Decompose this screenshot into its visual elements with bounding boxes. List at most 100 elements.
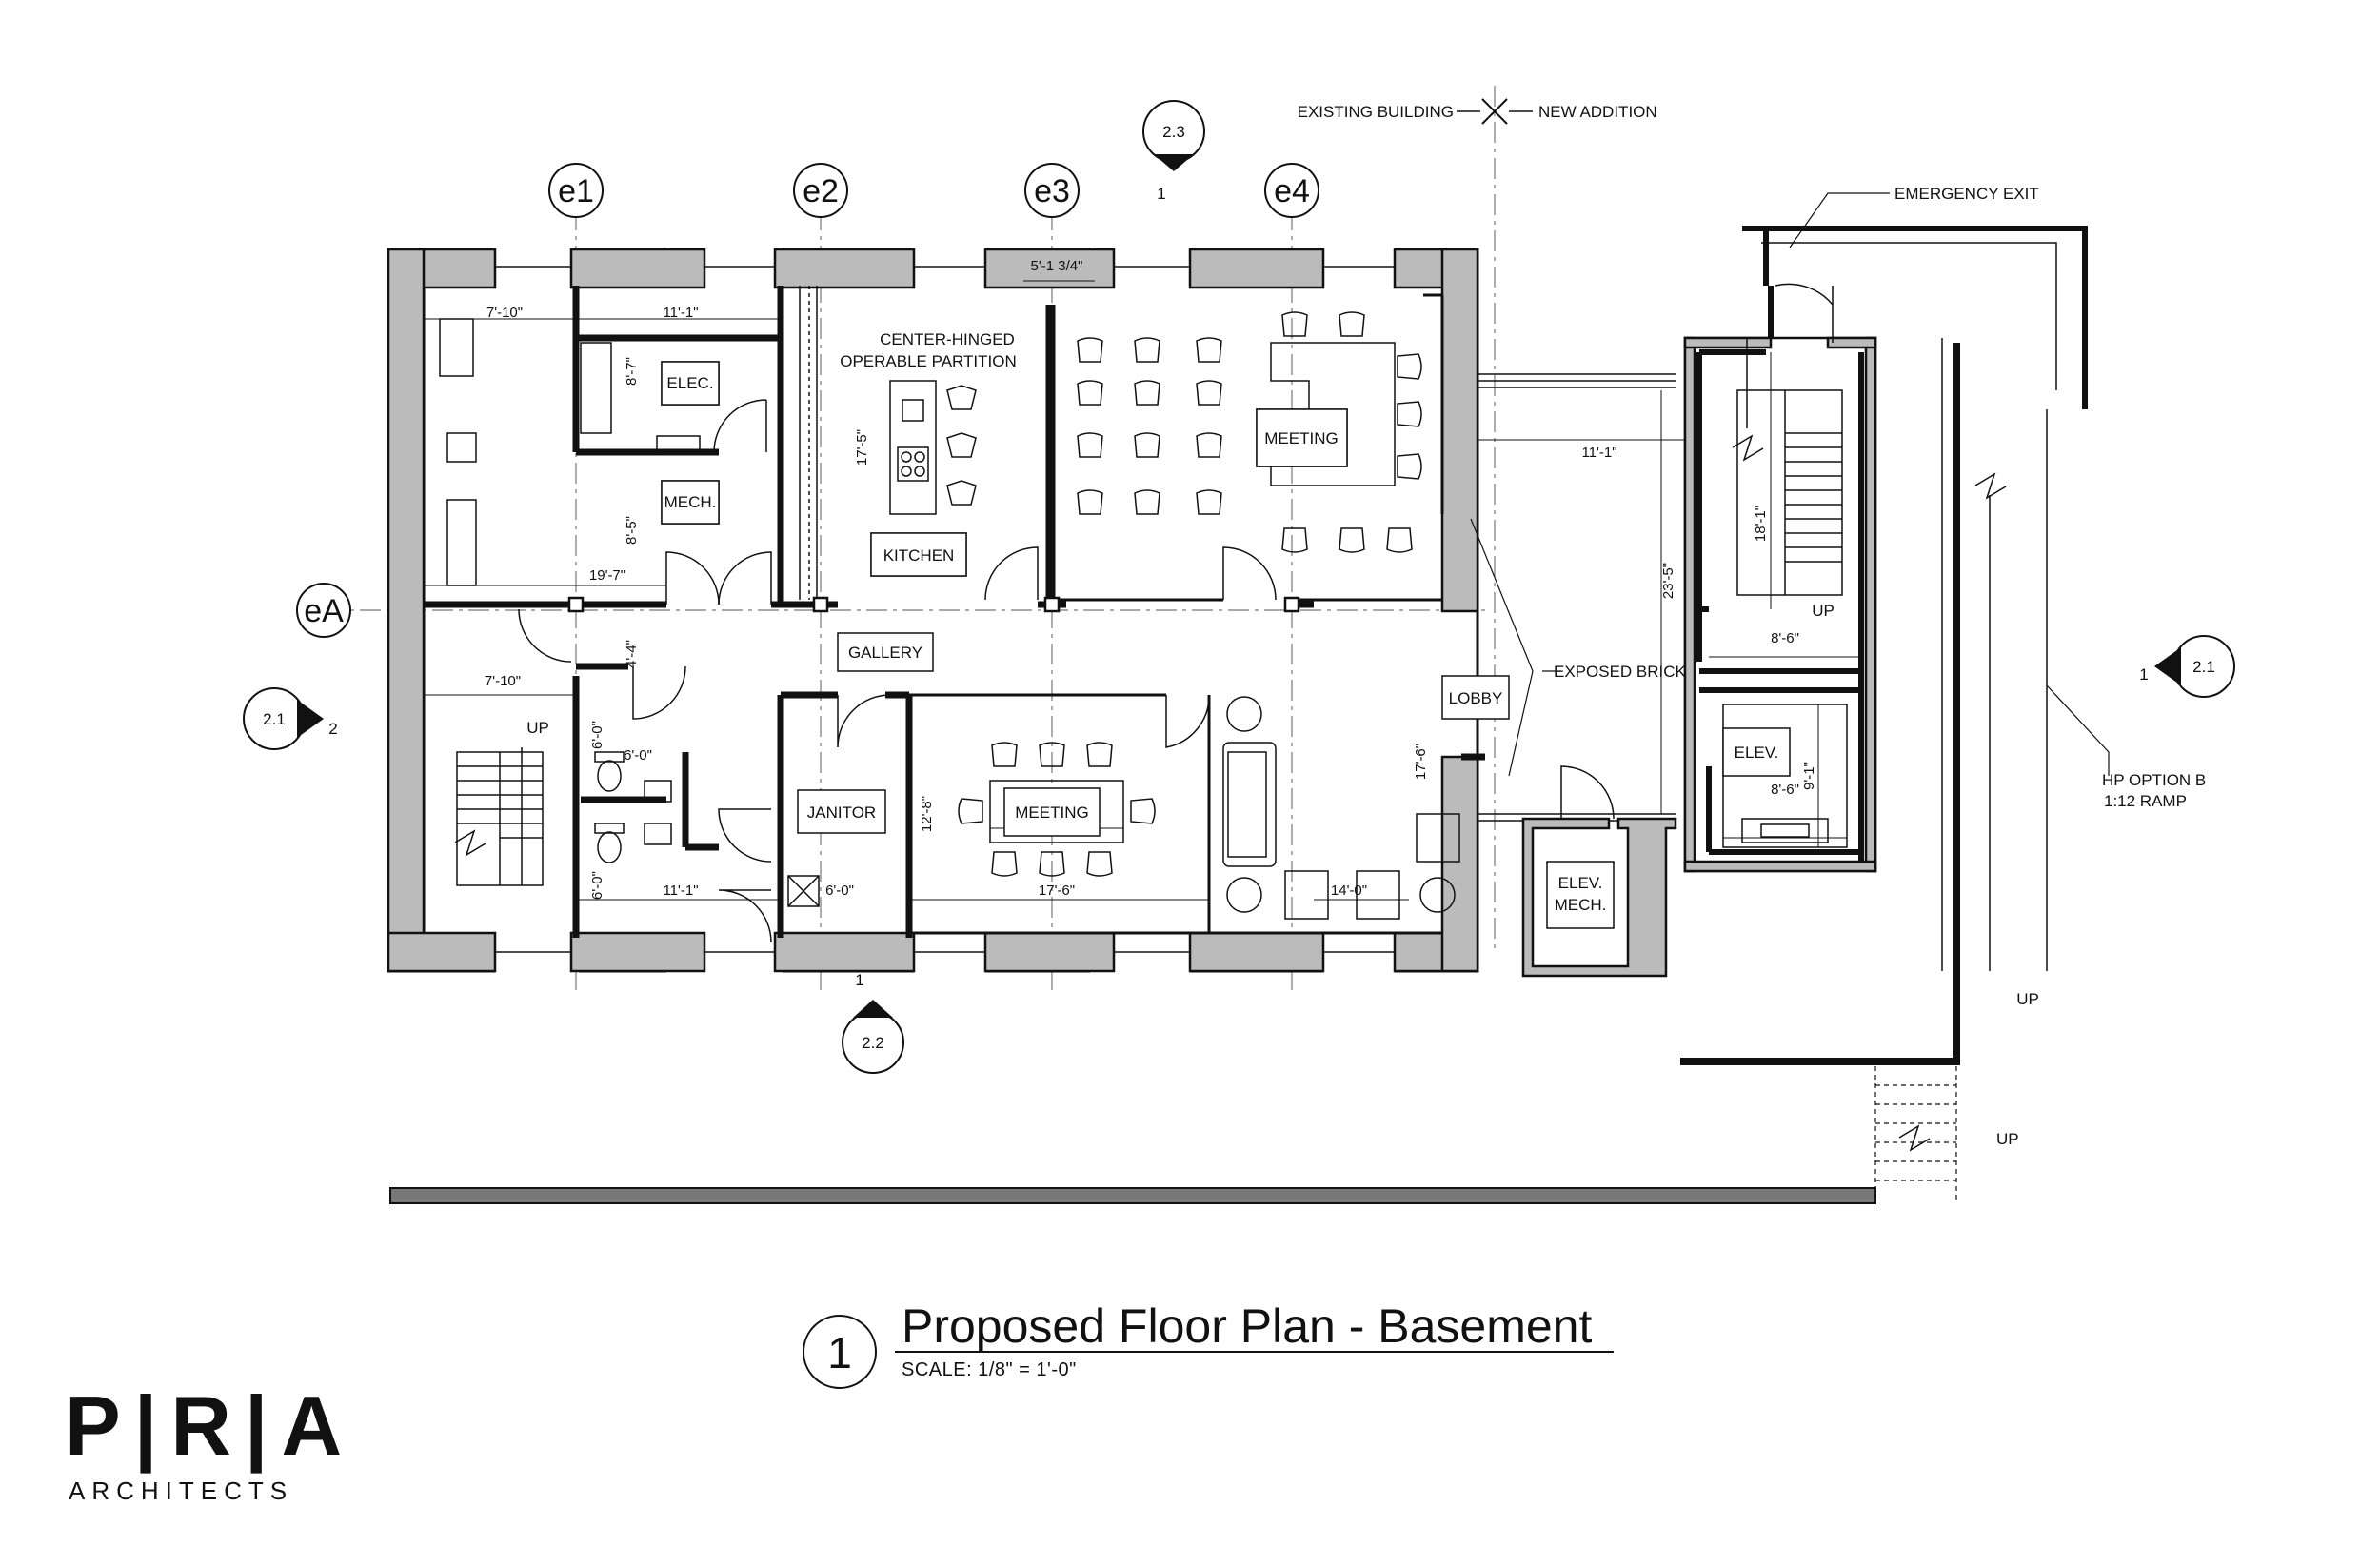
- emergency-exit-outline: [1761, 242, 2057, 390]
- dim-9-1: 9'-1": [1801, 762, 1817, 790]
- chair-icon: [1196, 432, 1222, 458]
- grid-label-eA: eA: [304, 593, 344, 629]
- door-swings: [518, 399, 1277, 943]
- room-mech: MECH.: [664, 493, 717, 511]
- drawing-title: Proposed Floor Plan - Basement: [902, 1299, 1592, 1353]
- room-meeting-top: MEETING: [1264, 429, 1338, 447]
- section-left-sheet: 2.1: [263, 710, 286, 728]
- chair-icon: [1077, 432, 1103, 458]
- dim-17-6-meeting: 17'-6": [1039, 883, 1075, 899]
- meeting-table-bottom: [989, 780, 1124, 843]
- chair-icon: [1397, 401, 1422, 427]
- room-janitor: JANITOR: [807, 803, 876, 822]
- room-kitchen: KITCHEN: [883, 546, 955, 565]
- chair-icon: [1134, 337, 1160, 363]
- operable-partition: [799, 286, 818, 600]
- grid-bubble-e4: [1264, 163, 1319, 218]
- dim-5-1-3-4: 5'-1 3/4": [1031, 258, 1083, 274]
- chair-icon: [1086, 851, 1113, 877]
- drawing-number-bubble: [803, 1315, 877, 1389]
- chair-icon: [1196, 489, 1222, 515]
- chair-icon: [1134, 432, 1160, 458]
- chair-icon: [1397, 453, 1422, 480]
- chair-icon: [1077, 337, 1103, 363]
- meeting-chairs-table-top: [1281, 311, 1422, 553]
- room-elev-mech-2: MECH.: [1555, 896, 1607, 914]
- chair-icon: [1134, 489, 1160, 515]
- window-openings: [495, 266, 1395, 953]
- chair-icon: [1386, 527, 1413, 553]
- ground-line: [389, 1187, 1876, 1204]
- existing-new-marker: [1457, 98, 1533, 125]
- lobby-furniture: [1222, 696, 1460, 920]
- dim-18-1: 18'-1": [1753, 506, 1769, 542]
- chair-icon: [991, 851, 1018, 877]
- chair-icon: [1134, 380, 1160, 406]
- drawing-number: 1: [827, 1328, 852, 1378]
- note-center-hinged-2: OPERABLE PARTITION: [840, 352, 1016, 370]
- addition-core-walls: [1683, 336, 1877, 873]
- grid-bubble-eA: [296, 583, 351, 638]
- logo-mark: P|R|A: [65, 1378, 355, 1474]
- existing-building-note: EXISTING BUILDING: [1298, 103, 1454, 121]
- chair-icon: [958, 798, 983, 824]
- logo-text: ARCHITECTS: [69, 1477, 293, 1505]
- dim-8-6-a: 8'-6": [1771, 630, 1799, 646]
- stair-up-addition: UP: [1812, 602, 1835, 620]
- dim-17-5: 17'-5": [854, 429, 870, 466]
- dim-6-0-b: 6'-0": [624, 747, 652, 764]
- meeting-partitions: [909, 293, 1444, 935]
- chair-icon: [1339, 311, 1365, 337]
- note-center-hinged-1: CENTER-HINGED: [880, 330, 1015, 348]
- chair-icon: [1339, 527, 1365, 553]
- dim-19-7: 19'-7": [589, 567, 625, 584]
- ramp-up: UP: [2016, 990, 2039, 1008]
- elev-mech-room: [1521, 817, 1677, 978]
- dim-17-6-lobby: 17'-6": [1413, 744, 1429, 780]
- room-elev: ELEV.: [1735, 744, 1779, 762]
- section-mark-bottom: [842, 1000, 904, 1074]
- janitor-sink: [787, 875, 820, 907]
- grid-label-e1: e1: [558, 173, 594, 209]
- section-bottom-sheet: 2.2: [862, 1034, 884, 1052]
- dim-8-5: 8'-5": [624, 516, 640, 545]
- chair-icon: [991, 742, 1018, 767]
- section-mark-right: [2154, 635, 2235, 698]
- section-mark-top: [1142, 100, 1205, 171]
- room-label-boxes: [661, 361, 1791, 929]
- dim-8-7: 8'-7": [624, 357, 640, 386]
- note-exposed-brick: EXPOSED BRICK: [1554, 663, 1687, 681]
- dim-6-0-janitor: 6'-0": [825, 883, 854, 899]
- room-meeting-bottom: MEETING: [1015, 803, 1088, 822]
- dim-4-4: 4'-4": [624, 640, 640, 668]
- ramp-note-leader: [2046, 684, 2110, 776]
- stair-left: [454, 747, 544, 886]
- note-emergency-exit: EMERGENCY EXIT: [1894, 185, 2039, 203]
- section-bottom-view: 1: [855, 971, 863, 989]
- dim-7-10-bottom: 7'-10": [485, 673, 521, 689]
- dim-11-1-top: 11'-1": [663, 305, 698, 321]
- room-lobby: LOBBY: [1449, 689, 1503, 707]
- chair-icon: [1281, 527, 1308, 553]
- dim-6-0-c: 6'-0": [589, 871, 605, 900]
- stair-addition: [1732, 389, 1843, 596]
- dim-11-1-bottom: 11'-1": [663, 883, 698, 899]
- addition-core-inner: [1696, 349, 1864, 862]
- grid-bubbles: [296, 163, 1319, 638]
- chair-icon: [1039, 851, 1065, 877]
- dim-11-1-link: 11'-1": [1581, 445, 1616, 461]
- grid-bubble-e1: [548, 163, 604, 218]
- new-addition-note: NEW ADDITION: [1538, 103, 1657, 121]
- section-right-sheet: 2.1: [2192, 658, 2215, 676]
- dim-12-8: 12'-8": [919, 796, 935, 832]
- section-top-sheet: 2.3: [1162, 123, 1185, 141]
- section-left-view: 2: [328, 720, 337, 738]
- restroom-fixtures: [594, 751, 672, 863]
- chair-icon: [1397, 353, 1422, 380]
- steps-up: UP: [1996, 1130, 2019, 1148]
- columns: [567, 596, 1300, 613]
- meeting-chairs-bottom: [958, 742, 1156, 877]
- section-right-view: 1: [2139, 665, 2148, 684]
- dimension-lines: [424, 280, 1861, 901]
- emergency-exit-leader: [1789, 192, 1890, 248]
